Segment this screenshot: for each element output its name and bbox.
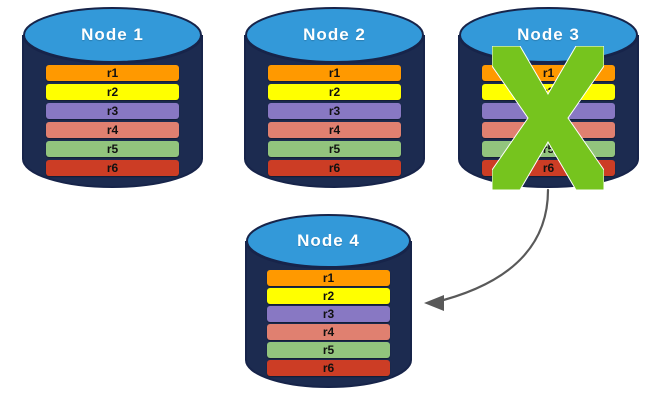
- record-bar[interactable]: r4: [266, 324, 391, 340]
- record-bar[interactable]: r5: [267, 141, 402, 157]
- arrow-line: [430, 188, 550, 305]
- record-bar[interactable]: r6: [45, 160, 180, 176]
- record-bar[interactable]: r5: [266, 342, 391, 358]
- record-bar[interactable]: r3: [267, 103, 402, 119]
- record-bar[interactable]: r4: [267, 122, 402, 138]
- record-bar[interactable]: r3: [266, 306, 391, 322]
- cylinder-top-ellipse: [459, 7, 638, 63]
- record-bar[interactable]: r3: [481, 103, 616, 119]
- record-bar[interactable]: r2: [266, 288, 391, 304]
- record-bar[interactable]: r1: [266, 270, 391, 286]
- record-bar[interactable]: r6: [481, 160, 616, 176]
- record-bar[interactable]: r1: [45, 65, 180, 81]
- record-bar[interactable]: r1: [267, 65, 402, 81]
- cylinder-top-ellipse: [23, 7, 202, 63]
- record-bar[interactable]: r2: [267, 84, 402, 100]
- record-bar[interactable]: r3: [45, 103, 180, 119]
- record-bar[interactable]: r6: [266, 360, 391, 376]
- arrow-head: [424, 295, 444, 311]
- record-bar[interactable]: r5: [45, 141, 180, 157]
- cylinder-top-ellipse: [246, 214, 411, 268]
- record-bar[interactable]: r5: [481, 141, 616, 157]
- record-bar[interactable]: r2: [45, 84, 180, 100]
- record-bar[interactable]: r6: [267, 160, 402, 176]
- record-bar[interactable]: r1: [481, 65, 616, 81]
- record-bar[interactable]: r4: [481, 122, 616, 138]
- record-bar[interactable]: r4: [45, 122, 180, 138]
- record-bar[interactable]: r2: [481, 84, 616, 100]
- cylinder-top-ellipse: [245, 7, 424, 63]
